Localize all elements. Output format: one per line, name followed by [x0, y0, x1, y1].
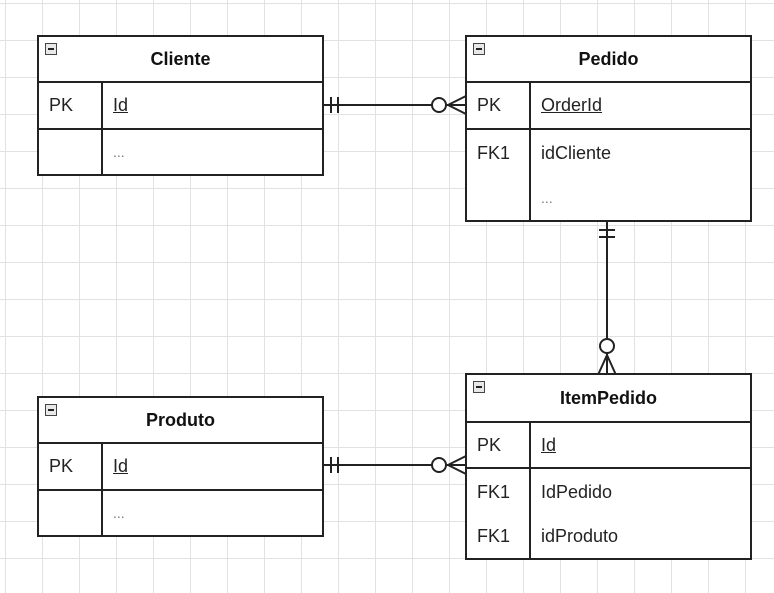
- key-cell: FK1: [477, 142, 511, 163]
- column-divider: [101, 444, 103, 489]
- table-row[interactable]: PK Id: [39, 83, 322, 130]
- column-divider: [529, 83, 531, 128]
- collapse-icon[interactable]: [45, 404, 57, 416]
- collapse-icon[interactable]: [45, 43, 57, 55]
- table-title: ItemPedido: [559, 388, 657, 408]
- field-cell: idCliente: [541, 142, 612, 163]
- table-row[interactable]: ...: [39, 491, 322, 535]
- table-title: Cliente: [150, 49, 211, 69]
- table-row[interactable]: PK OrderId: [467, 83, 750, 130]
- table-produto[interactable]: Produto PK Id ...: [37, 396, 324, 537]
- table-title: Pedido: [578, 49, 639, 69]
- field-cell: IdPedido: [541, 481, 613, 502]
- field-cell: Id: [541, 434, 557, 455]
- table-header: Pedido: [467, 37, 750, 83]
- table-header: Produto: [39, 398, 322, 444]
- collapse-icon[interactable]: [473, 43, 485, 55]
- collapse-icon[interactable]: [473, 381, 485, 393]
- field-cell: ...: [113, 144, 125, 160]
- table-row[interactable]: PK Id: [467, 423, 750, 469]
- column-divider: [101, 130, 103, 174]
- key-cell: FK1: [477, 481, 511, 502]
- column-divider: [529, 423, 531, 467]
- field-cell: idProduto: [541, 526, 619, 546]
- key-cell: FK1: [477, 526, 511, 546]
- key-cell: [39, 130, 49, 174]
- table-itempedido[interactable]: ItemPedido PK Id FK1 IdPedido FK1 idProd…: [465, 373, 752, 560]
- table-header: Cliente: [39, 37, 322, 83]
- key-cell: PK: [477, 95, 502, 115]
- field-cell: Id: [113, 456, 129, 476]
- key-cell: PK: [49, 456, 74, 476]
- key-cell: PK: [49, 95, 74, 115]
- column-divider: [101, 83, 103, 128]
- relationship-produto-itempedido: [323, 455, 467, 475]
- column-divider: [529, 515, 531, 558]
- table-row[interactable]: ...: [467, 176, 750, 220]
- table-row[interactable]: FK1 idProduto: [467, 515, 750, 558]
- column-divider: [529, 469, 531, 515]
- relationship-cliente-pedido: [323, 95, 467, 115]
- table-title: Produto: [146, 410, 215, 430]
- field-cell: ...: [113, 505, 125, 521]
- table-pedido[interactable]: Pedido PK OrderId FK1 idCliente ...: [465, 35, 752, 222]
- table-row[interactable]: FK1 IdPedido: [467, 469, 750, 515]
- key-cell: [467, 176, 477, 220]
- column-divider: [529, 176, 531, 220]
- table-cliente[interactable]: Cliente PK Id ...: [37, 35, 324, 176]
- field-cell: ...: [541, 190, 553, 206]
- field-cell: OrderId: [541, 95, 603, 115]
- table-header: ItemPedido: [467, 375, 750, 423]
- relationship-pedido-itempedido: [597, 220, 617, 376]
- key-cell: [39, 491, 49, 535]
- table-row[interactable]: PK Id: [39, 444, 322, 491]
- key-cell: PK: [477, 434, 502, 455]
- field-cell: Id: [113, 95, 129, 115]
- column-divider: [529, 130, 531, 176]
- table-row[interactable]: ...: [39, 130, 322, 174]
- column-divider: [101, 491, 103, 535]
- table-row[interactable]: FK1 idCliente: [467, 130, 750, 176]
